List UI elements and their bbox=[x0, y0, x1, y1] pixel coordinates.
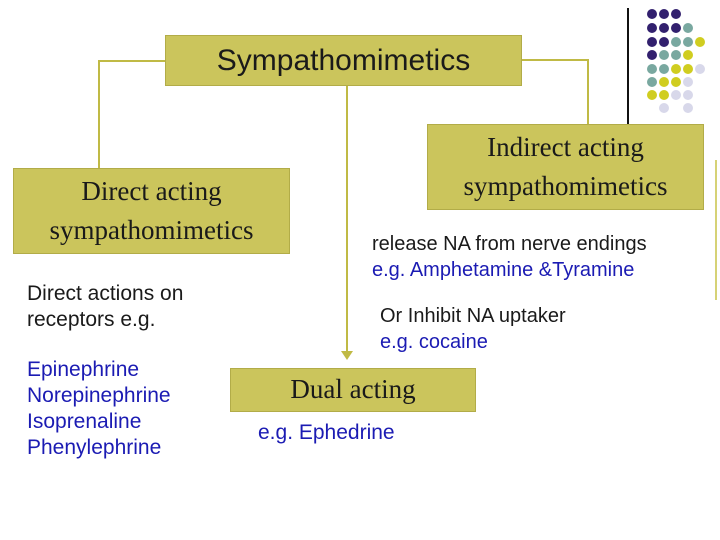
direct-acting-box: Direct acting sympathomimetics bbox=[13, 168, 290, 254]
decor-dot bbox=[659, 90, 669, 100]
decor-dot bbox=[647, 37, 657, 47]
decor-dot bbox=[647, 77, 657, 87]
connector-title-to-direct-vertical bbox=[98, 60, 100, 168]
decor-dot bbox=[683, 77, 693, 87]
decor-dot bbox=[647, 23, 657, 33]
direct-drug-list: Epinephrine Norepinephrine Isoprenaline … bbox=[27, 357, 171, 461]
decor-dot bbox=[671, 50, 681, 60]
decor-dot bbox=[659, 103, 669, 113]
direct-actions-line1: Direct actions on bbox=[27, 282, 184, 305]
indirect-acting-line1: Indirect acting bbox=[487, 131, 644, 162]
decor-dot bbox=[671, 77, 681, 87]
decor-dot bbox=[695, 37, 705, 47]
dual-acting-label: Dual acting bbox=[290, 374, 416, 405]
decor-dot bbox=[683, 37, 693, 47]
decor-dot bbox=[683, 90, 693, 100]
inhibit-na-text: Or Inhibit NA uptaker e.g. cocaine bbox=[380, 303, 566, 355]
release-na-line1: release NA from nerve endings bbox=[372, 233, 647, 255]
drug-item: Epinephrine bbox=[27, 358, 140, 381]
decor-dot bbox=[659, 64, 669, 74]
title-box: Sympathomimetics bbox=[165, 35, 522, 86]
indirect-acting-line2: sympathomimetics bbox=[463, 171, 668, 201]
release-na-text: release NA from nerve endings e.g. Amphe… bbox=[372, 231, 647, 283]
decor-dot bbox=[683, 103, 693, 113]
direct-actions-line2: receptors e.g. bbox=[27, 308, 156, 331]
inhibit-na-example: e.g. cocaine bbox=[380, 331, 488, 353]
decor-dot bbox=[659, 37, 669, 47]
decor-right-edge-rule bbox=[715, 160, 717, 300]
decor-dot bbox=[647, 9, 657, 19]
connector-title-to-indirect-vertical bbox=[587, 59, 589, 125]
connector-title-to-direct-horizontal bbox=[98, 60, 165, 62]
decor-dot bbox=[647, 50, 657, 60]
decor-dot bbox=[647, 64, 657, 74]
drug-item: Isoprenaline bbox=[27, 410, 142, 433]
dual-acting-box: Dual acting bbox=[230, 368, 476, 412]
decor-dot bbox=[671, 23, 681, 33]
decor-dot bbox=[671, 64, 681, 74]
decor-dot bbox=[659, 77, 669, 87]
direct-acting-line2: sympathomimetics bbox=[49, 215, 254, 245]
decor-dot bbox=[683, 50, 693, 60]
decor-dot bbox=[647, 90, 657, 100]
inhibit-na-line1: Or Inhibit NA uptaker bbox=[380, 305, 566, 327]
decor-dot bbox=[683, 64, 693, 74]
slide-title: Sympathomimetics bbox=[216, 43, 471, 77]
connector-title-to-dual-arrow-line bbox=[346, 86, 348, 352]
decor-dot bbox=[671, 90, 681, 100]
release-na-example: e.g. Amphetamine &Tyramine bbox=[372, 259, 635, 281]
arrowhead-down-icon bbox=[341, 351, 353, 360]
drug-item: Phenylephrine bbox=[27, 436, 162, 459]
direct-actions-heading: Direct actions on receptors e.g. bbox=[27, 281, 183, 333]
indirect-acting-box: Indirect acting sympathomimetics bbox=[427, 124, 704, 210]
decor-dot bbox=[671, 9, 681, 19]
direct-acting-line1: Direct acting bbox=[81, 175, 222, 206]
connector-title-to-indirect-horizontal bbox=[522, 59, 588, 61]
decor-dot bbox=[659, 9, 669, 19]
decor-dot bbox=[659, 50, 669, 60]
decor-dot bbox=[683, 23, 693, 33]
drug-item: Norepinephrine bbox=[27, 384, 171, 407]
decor-dot bbox=[659, 23, 669, 33]
decor-dot bbox=[695, 64, 705, 74]
decor-dot bbox=[671, 37, 681, 47]
dual-acting-example: e.g. Ephedrine bbox=[258, 421, 395, 444]
decor-vertical-rule bbox=[627, 8, 629, 124]
